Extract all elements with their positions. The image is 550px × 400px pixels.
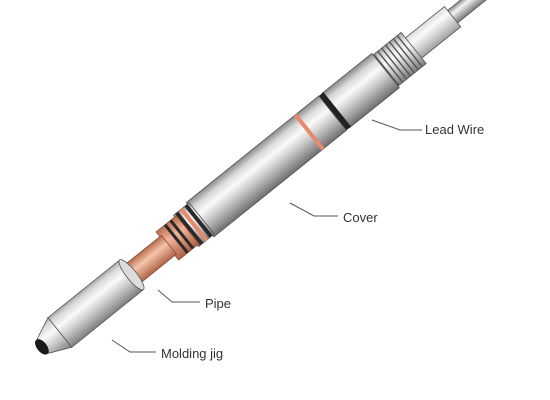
leader-line-pipe (157, 289, 200, 303)
label-pipe: Pipe (205, 296, 232, 311)
leader-lines (111, 119, 422, 353)
molding-jig-part (35, 259, 145, 355)
lead-wire-part (403, 0, 537, 60)
label-cover: Cover (343, 210, 378, 225)
cover-seam-ring (293, 113, 325, 151)
label-molding-jig: Molding jig (161, 346, 224, 361)
leader-line-cover (289, 202, 338, 217)
leader-line-molding-jig (111, 339, 156, 353)
label-lead-wire: Lead Wire (425, 122, 485, 137)
dark-gap (318, 92, 352, 131)
threaded-section (370, 31, 427, 88)
copper-rings (155, 202, 215, 261)
heater-rod (35, 0, 537, 355)
leader-line-lead-wire (371, 119, 422, 131)
